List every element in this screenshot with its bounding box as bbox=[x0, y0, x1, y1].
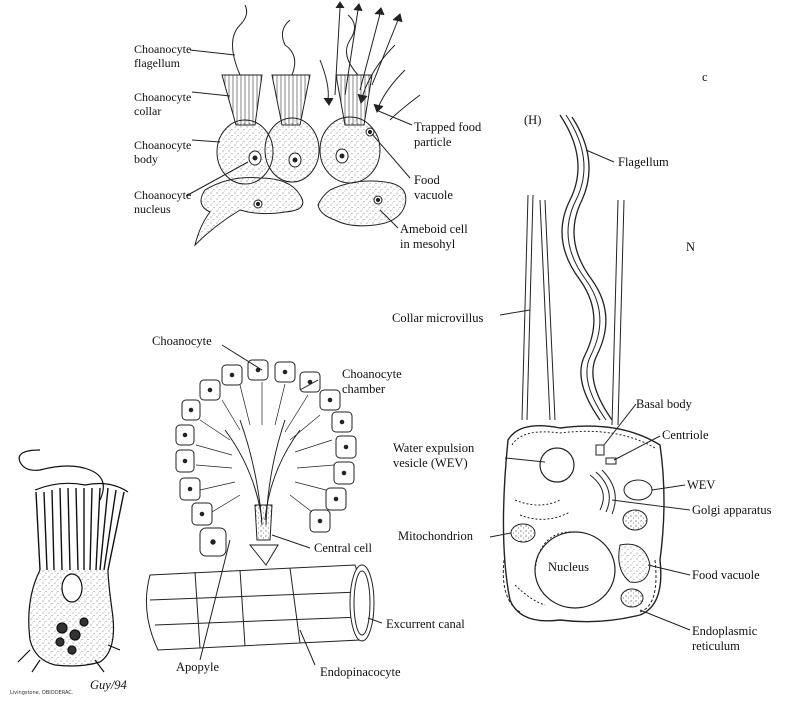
label-central-cell: Central cell bbox=[314, 541, 372, 555]
blank-page-margin bbox=[0, 0, 130, 440]
label-choanocyte: Choanocyte bbox=[152, 334, 212, 348]
label-excurrent-canal: Excurrent canal bbox=[386, 617, 465, 631]
label-apopyle: Apopyle bbox=[176, 660, 220, 674]
label-collar-microvillus: Collar microvillus bbox=[392, 311, 484, 325]
label-golgi-apparatus: Golgi apparatus bbox=[692, 503, 772, 517]
label-wev: WEV bbox=[687, 478, 716, 492]
stray-letter-c: c bbox=[702, 70, 708, 84]
label-centriole: Centriole bbox=[662, 428, 709, 442]
top-choanocyte-illustration bbox=[185, 1, 421, 247]
label-endopinacocyte: Endopinacocyte bbox=[320, 665, 401, 679]
panel-tag-h: (H) bbox=[524, 113, 542, 127]
choanocyte-chamber-illustration bbox=[145, 344, 383, 666]
label-flagellum: Flagellum bbox=[618, 155, 669, 169]
label-nucleus: Nucleus bbox=[548, 560, 589, 574]
drawing-signature: Guy/94 bbox=[90, 678, 127, 692]
label-basal-body: Basal body bbox=[636, 397, 692, 411]
label-food-vacuole: Food vacuole bbox=[692, 568, 760, 582]
choanocyte-ultrastructure-illustration bbox=[489, 114, 691, 631]
drawing-credit: Livingstone, OBIODERAC. bbox=[10, 690, 74, 696]
single-choanocyte-drawing bbox=[17, 449, 129, 673]
label-mitochondrion: Mitochondrion bbox=[398, 529, 473, 543]
stray-letter-n: N bbox=[686, 240, 696, 254]
